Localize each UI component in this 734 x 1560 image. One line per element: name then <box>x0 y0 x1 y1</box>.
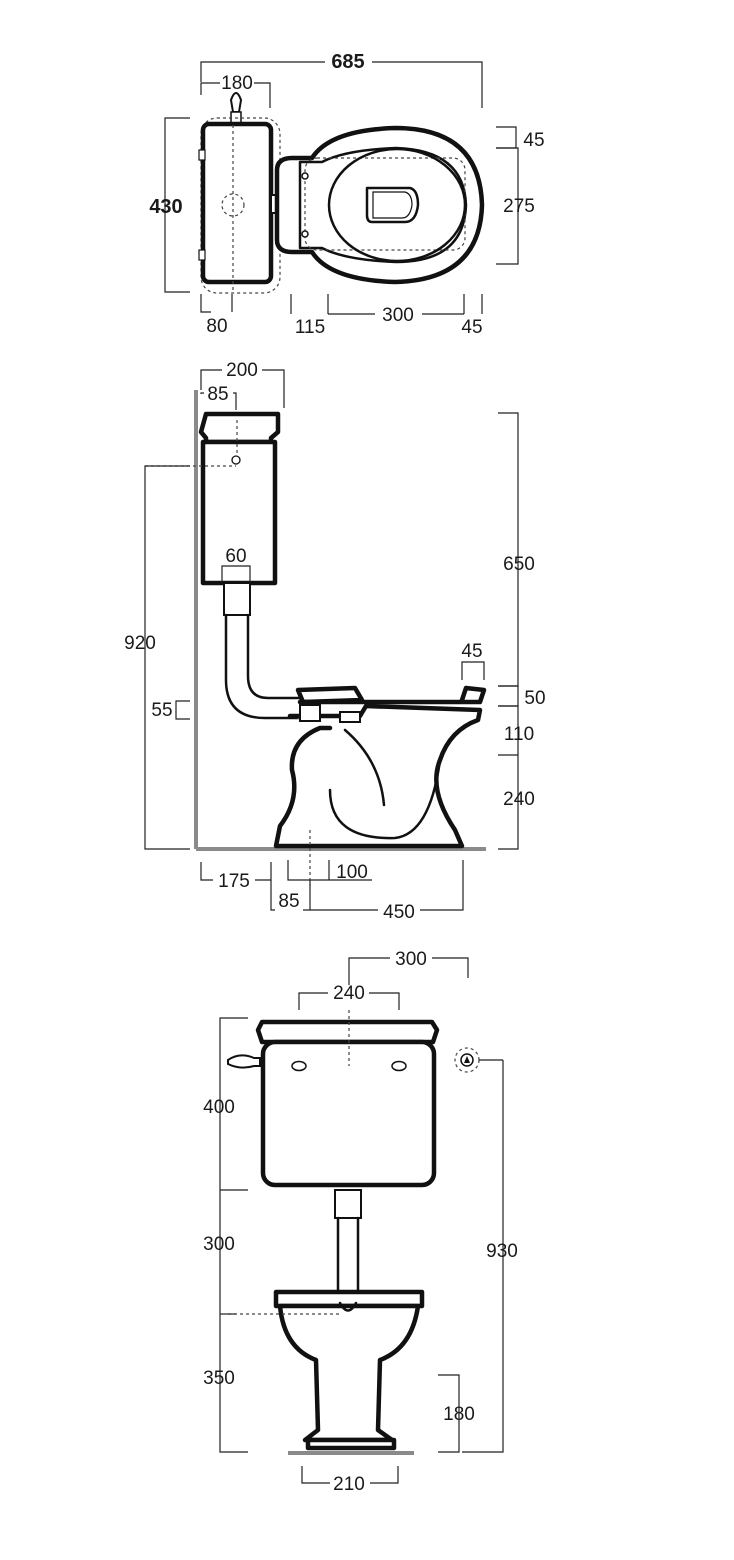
bowl-front <box>277 1303 421 1443</box>
dim-side-outlet-offset: 85 <box>207 384 228 405</box>
dim-side-seat-height: 50 <box>524 688 545 709</box>
toilet-seat-plan <box>274 125 485 285</box>
dim-side-pipe-diameter: 60 <box>225 546 246 567</box>
dim-plan-cistern-depth: 430 <box>149 196 182 218</box>
dim-side-inlet-height: 55 <box>151 700 172 721</box>
dim-side-outlet-offset-bottom: 85 <box>278 891 299 912</box>
dim-side-rim-width: 45 <box>461 641 482 662</box>
outlet-position-marker <box>221 193 245 217</box>
dim-plan-seg-300: 300 <box>382 305 414 326</box>
dim-plan-cistern-offset: 80 <box>206 316 227 337</box>
dim-front-cistern-height: 400 <box>203 1097 235 1118</box>
dim-side-outlet-height: 240 <box>503 789 535 810</box>
dim-side-cistern-depth: 200 <box>226 360 258 381</box>
dim-plan-seg-45: 45 <box>461 317 482 338</box>
flush-lever-icon <box>229 92 243 113</box>
cistern-front <box>260 1039 437 1188</box>
dim-plan-rim-front: 45 <box>523 130 544 151</box>
dim-front-cistern-width: 300 <box>395 949 427 970</box>
dim-front-mount-spacing: 240 <box>333 983 365 1004</box>
flush-lever-front-icon <box>227 1054 261 1069</box>
dim-plan-cistern-width: 180 <box>221 73 253 94</box>
plan-view: 685 180 430 80 45 <box>149 51 544 338</box>
dim-side-height-total: 920 <box>124 633 156 654</box>
dim-side-outlet-width: 100 <box>336 862 368 883</box>
dim-side-wall-to-centre: 175 <box>218 871 250 892</box>
dim-front-foot-width: 210 <box>333 1474 365 1495</box>
front-view: 300 240 400 300 350 <box>203 949 518 1495</box>
side-view: 200 85 60 920 55 650 45 <box>124 360 545 923</box>
dim-side-cistern-to-rim: 650 <box>503 554 535 575</box>
dim-front-bowl-height: 350 <box>203 1368 235 1389</box>
dim-plan-bowl-depth: 275 <box>503 196 535 217</box>
dim-side-rim-to-outlet: 110 <box>504 724 534 745</box>
dim-front-inlet-total: 930 <box>486 1241 518 1262</box>
dim-front-pedestal-height: 180 <box>443 1404 475 1425</box>
dim-plan-overall-width: 685 <box>331 51 364 73</box>
dim-side-projection: 450 <box>383 902 415 923</box>
dim-plan-seg-115: 115 <box>295 317 325 338</box>
dim-front-pipe-length: 300 <box>203 1234 235 1255</box>
